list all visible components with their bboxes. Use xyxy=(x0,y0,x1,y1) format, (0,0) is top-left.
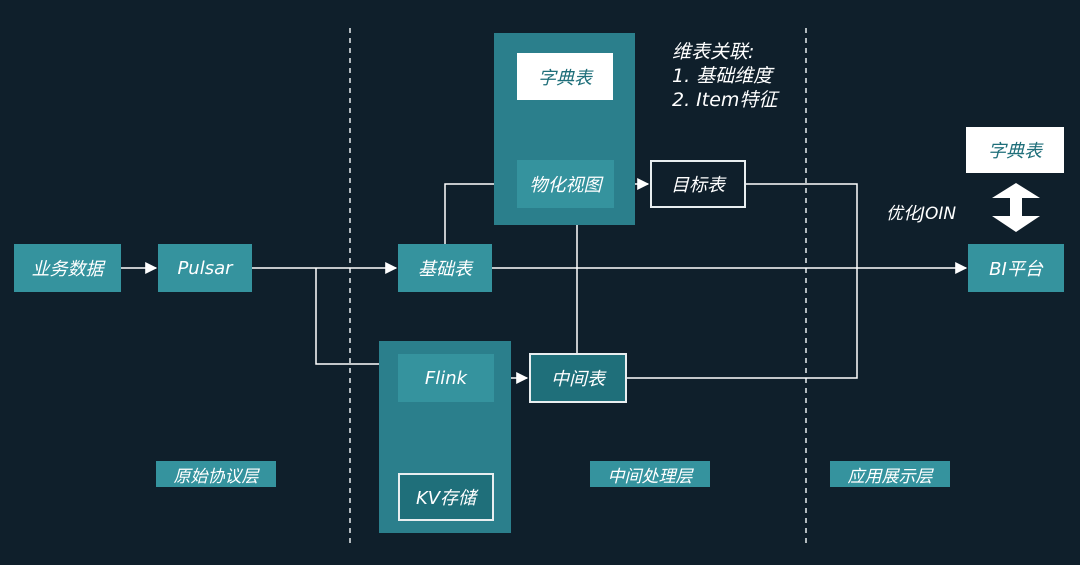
layer-label-raw: 原始协议层 xyxy=(156,461,276,487)
kv-storage-node[interactable]: KV存储 xyxy=(398,473,494,521)
line-target-to-bi xyxy=(746,183,858,268)
business-data-node[interactable]: 业务数据 xyxy=(14,244,121,292)
target-table-node[interactable]: 目标表 xyxy=(650,160,746,208)
dict-table-right-node[interactable]: 字典表 xyxy=(966,127,1064,173)
arrow-pulsar-to-flink xyxy=(315,268,400,370)
arrow-base-to-view xyxy=(444,178,517,244)
note-title: 维表关联: xyxy=(672,41,755,63)
layer-label-processing: 中间处理层 xyxy=(590,461,710,487)
optimize-join-label: 优化JOIN xyxy=(886,204,957,224)
base-table-node[interactable]: 基础表 xyxy=(398,244,492,292)
note-item-2: 2. Item特征 xyxy=(672,89,778,111)
bi-platform-node[interactable]: BI平台 xyxy=(968,244,1064,292)
line-middle-to-bi xyxy=(627,268,858,379)
middle-table-node[interactable]: 中间表 xyxy=(529,353,627,403)
double-arrow-dict-bi-icon xyxy=(992,183,1040,232)
dict-table-top-node[interactable]: 字典表 xyxy=(517,53,613,100)
layer-label-application: 应用展示层 xyxy=(830,461,950,487)
dimension-join-note: 维表关联: 1. 基础维度 2. Item特征 xyxy=(672,40,777,112)
note-item-1: 1. 基础维度 xyxy=(672,65,773,87)
pulsar-node[interactable]: Pulsar xyxy=(158,244,252,292)
materialized-view-node[interactable]: 物化视图 xyxy=(517,160,614,208)
flink-node[interactable]: Flink xyxy=(398,354,494,402)
